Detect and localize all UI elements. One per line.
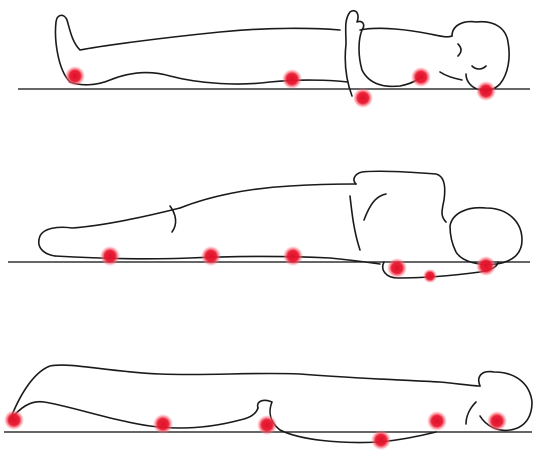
pressure-point-sacrum [282,69,302,89]
prone-legs-underside [10,402,258,428]
prone-legs-outline [10,365,480,420]
pressure-point-heel [65,66,85,86]
pressure-point-knee-prone [153,414,173,434]
side-back-line [180,184,356,208]
supine-torso-top [360,28,452,36]
supine-leg-underside [70,73,348,85]
side-arm-inner [350,194,386,250]
side-arm-outline [354,171,446,222]
side-head-outline [450,208,522,265]
supine-face-detail [458,44,486,69]
figure-side-lying [8,171,530,278]
pressure-point-toes [4,410,24,430]
prone-face-detail [466,402,476,424]
pressure-point-shoulder-secondary [423,269,437,283]
supine-arm-outline [345,11,422,96]
prone-arm-outline [258,400,436,442]
pressure-point-shoulder-prone [427,411,447,431]
pressure-point-hip [283,246,303,266]
pressure-point-breast [371,430,391,450]
pressure-point-knee [201,246,221,266]
pressure-point-elbow-prone [257,415,277,435]
figure-supine [18,11,530,96]
pressure-point-back-of-head [476,81,496,101]
pressure-point-shoulder-blade [411,67,431,87]
pressure-point-cheek [487,411,507,431]
pressure-point-shoulder [387,258,407,278]
pressure-point-ear [476,256,496,276]
pressure-point-ankle [100,246,120,266]
supine-neck [440,72,462,80]
pressure-point-elbow [353,88,373,108]
